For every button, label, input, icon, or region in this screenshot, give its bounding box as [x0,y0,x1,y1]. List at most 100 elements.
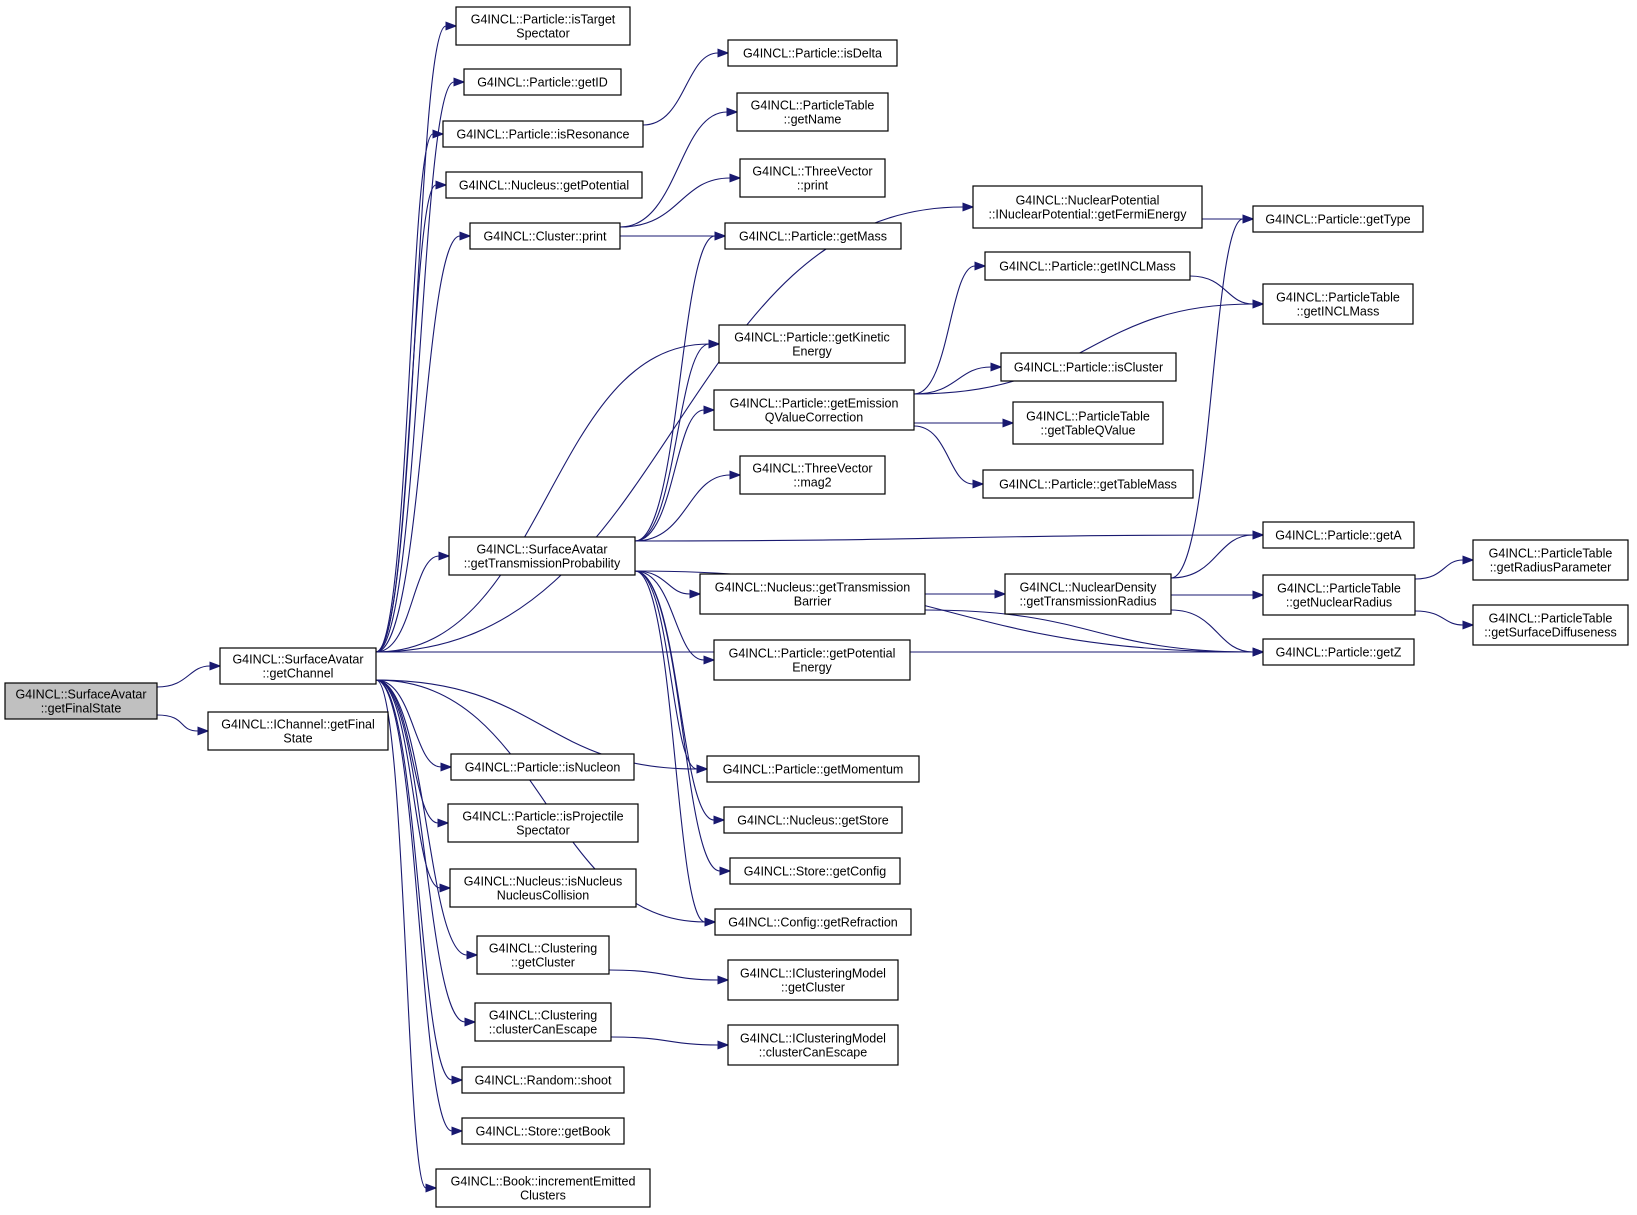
edge-pt-get-nuclear-radius-to-pt-get-radius-param [1414,555,1475,580]
node-config-get-refraction[interactable]: G4INCL::Config::getRefraction [714,908,912,936]
node-label-line: G4INCL::Particle::isProjectile [462,810,623,824]
node-get-type[interactable]: G4INCL::Particle::getType [1252,205,1424,233]
node-clustering-can-escape[interactable]: G4INCL::Clustering::clusterCanEscape [474,1002,612,1042]
node-box [714,908,912,936]
node-pt-get-nuclear-radius[interactable]: G4INCL::ParticleTable::getNuclearRadius [1262,574,1416,616]
edge-get-channel-to-is-nncoll [375,679,452,893]
node-box [982,469,1194,499]
node-get-emission-q[interactable]: G4INCL::Particle::getEmissionQValueCorre… [713,389,915,431]
node-pt-get-radius-param[interactable]: G4INCL::ParticleTable::getRadiusParamete… [1472,539,1629,581]
node-pt-get-inclmass[interactable]: G4INCL::ParticleTable::getINCLMass [1262,283,1414,325]
node-root[interactable]: G4INCL::SurfaceAvatar::getFinalState [4,682,158,720]
node-box [445,171,643,199]
node-icm-can-escape[interactable]: G4INCL::IClusteringModel::clusterCanEsca… [727,1024,899,1066]
node-nuc-get-potential[interactable]: G4INCL::Nucleus::getPotential [445,171,643,199]
node-get-trans-prob[interactable]: G4INCL::SurfaceAvatar::getTransmissionPr… [448,536,636,576]
edge-root-to-get-channel [156,661,222,688]
node-is-resonance[interactable]: G4INCL::Particle::isResonance [442,120,644,148]
edge-cluster-print-to-tv-print [619,173,742,228]
edge-get-emission-q-to-is-cluster [913,362,1003,395]
edge-get-trans-prob-to-get-a [634,530,1265,542]
node-label-line: G4INCL::Particle::getPotential [729,647,896,661]
node-clustering-get-cluster[interactable]: G4INCL::Clustering::getCluster [476,935,610,975]
edge-get-channel-to-book-increment [375,679,438,1193]
node-label-line: G4INCL::NuclearDensity [1020,581,1158,595]
node-label-line: ::getRadiusParameter [1490,561,1612,575]
node-is-nncoll[interactable]: G4INCL::Nucleus::isNucleusNucleusCollisi… [449,868,637,908]
node-np-get-fermi[interactable]: G4INCL::NuclearPotential::INuclearPotent… [972,185,1203,229]
node-pt-get-surf-diff[interactable]: G4INCL::ParticleTable::getSurfaceDiffuse… [1472,604,1629,646]
node-label-line: ::getName [784,113,842,127]
node-box [713,639,911,681]
node-box [1472,604,1629,646]
node-label-line: G4INCL::Cluster::print [484,230,607,244]
node-get-channel[interactable]: G4INCL::SurfaceAvatar::getChannel [219,647,377,685]
node-get-momentum[interactable]: G4INCL::Particle::getMomentum [706,755,920,783]
node-box [474,1002,612,1042]
node-box [1262,283,1414,325]
node-nuc-get-store[interactable]: G4INCL::Nucleus::getStore [723,806,903,834]
node-label-line: ::getTransmissionRadius [1019,595,1156,609]
edge-np-get-fermi-to-get-type [1201,214,1255,224]
node-label-line: G4INCL::ParticleTable [1489,547,1613,561]
node-label-line: NucleusCollision [497,889,589,903]
node-label-line: Energy [792,345,832,359]
node-pt-get-name[interactable]: G4INCL::ParticleTable::getName [736,92,889,132]
edge-get-trans-prob-to-config-get-refraction [634,570,717,927]
node-icm-get-cluster[interactable]: G4INCL::IClusteringModel::getCluster [727,959,899,1001]
node-box [449,868,637,908]
node-box [463,68,622,96]
edge-get-channel-to-get-id [375,77,466,653]
edge-get-trans-prob-to-get-potential-energy [634,570,716,665]
edge-nuc-get-trans-barrier-to-nd-get-trans-radius [925,589,1007,599]
node-label-line: ::getChannel [263,667,334,681]
node-store-get-book[interactable]: G4INCL::Store::getBook [461,1117,625,1145]
node-nd-get-trans-radius[interactable]: G4INCL::NuclearDensity::getTransmissionR… [1004,573,1172,615]
node-box [727,1024,899,1066]
node-get-table-mass[interactable]: G4INCL::Particle::getTableMass [982,469,1194,499]
node-pt-get-table-q[interactable]: G4INCL::ParticleTable::getTableQValue [1012,401,1164,445]
node-get-a[interactable]: G4INCL::Particle::getA [1262,521,1415,549]
edge-get-emission-q-to-pt-get-table-q [914,418,1015,428]
node-box [435,1168,651,1208]
node-label-line: G4INCL::Particle::isTarget [471,13,616,27]
node-get-id[interactable]: G4INCL::Particle::getID [463,68,622,96]
node-tv-print[interactable]: G4INCL::ThreeVector::print [739,158,886,198]
edge-get-channel-to-clustering-can-escape [375,679,477,1027]
node-get-mass[interactable]: G4INCL::Particle::getMass [724,222,902,250]
node-is-cluster[interactable]: G4INCL::Particle::isCluster [1000,352,1177,382]
node-get-z[interactable]: G4INCL::Particle::getZ [1262,638,1415,666]
node-label-line: G4INCL::ParticleTable [1026,410,1150,424]
node-cluster-print[interactable]: G4INCL::Cluster::print [469,222,621,250]
node-box [1252,205,1424,233]
node-label-line: ::getSurfaceDiffuseness [1484,626,1616,640]
node-label-line: G4INCL::SurfaceAvatar [15,688,146,702]
node-label-line: G4INCL::Nucleus::getStore [737,814,889,828]
edge-get-inclmass-to-pt-get-inclmass [1189,275,1265,309]
edge-nd-get-trans-radius-to-get-z [1170,609,1265,657]
node-get-inclmass[interactable]: G4INCL::Particle::getINCLMass [984,251,1191,281]
edge-get-trans-prob-to-get-momentum [634,570,709,774]
node-is-delta[interactable]: G4INCL::Particle::isDelta [727,39,898,67]
node-label-line: G4INCL::Nucleus::getTransmission [715,581,910,595]
edge-root-to-ichannel-final [156,714,210,736]
node-store-get-config[interactable]: G4INCL::Store::getConfig [729,857,901,885]
node-is-nucleon[interactable]: G4INCL::Particle::isNucleon [450,753,635,781]
node-label-line: G4INCL::Particle::getKinetic [734,331,890,345]
node-ichannel-final[interactable]: G4INCL::IChannel::getFinalState [207,711,389,751]
node-label-line: G4INCL::Particle::getTableMass [999,478,1177,492]
node-box [706,755,920,783]
node-box [972,185,1203,229]
node-label-line: G4INCL::Clustering [489,1009,597,1023]
node-label-line: G4INCL::Particle::isDelta [743,47,882,61]
node-random-shoot[interactable]: G4INCL::Random::shoot [461,1066,625,1094]
node-tv-mag2[interactable]: G4INCL::ThreeVector::mag2 [739,455,886,495]
node-label-line: G4INCL::Store::getConfig [744,865,886,879]
node-box [461,1066,625,1094]
